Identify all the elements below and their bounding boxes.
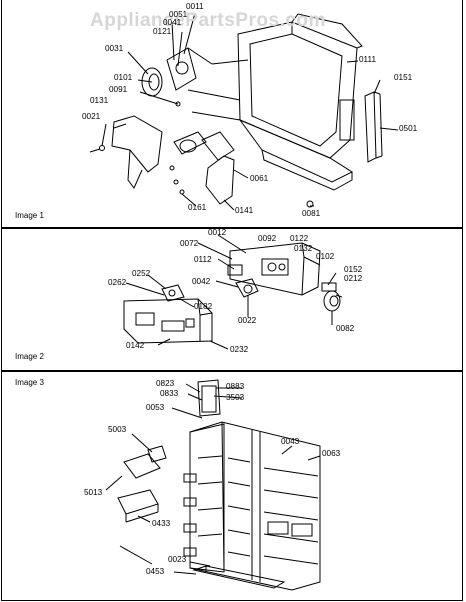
panel-image-1: AppliancePartsPros.com 0011 0051 0041 01… [1,0,463,228]
callout-0023: 0023 [168,555,187,564]
callout-0262: 0262 [108,278,127,287]
callout-0091: 0091 [109,85,128,94]
callout-0112: 0112 [194,255,212,264]
callout-0232: 0232 [230,345,249,354]
callout-0031: 0031 [105,44,124,53]
panel-title: Image 1 [15,211,44,220]
panel-image-2: 0012 0092 0122 0072 0132 0112 0102 0152 … [1,228,463,371]
panel-title: Image 3 [15,378,44,387]
callout-0041: 0041 [163,18,182,27]
callout-0051: 0051 [169,10,188,19]
callout-0122: 0122 [290,234,309,243]
callout-0131: 0131 [90,96,109,105]
panel-image-3: 0823 0883 0833 3503 0053 0043 0063 5003 … [1,371,463,601]
callout-0092: 0092 [258,234,277,243]
callout-0022: 0022 [238,316,257,325]
callout-0252: 0252 [132,269,151,278]
callout-0152: 0152 [344,265,363,274]
callout-0101: 0101 [114,73,133,82]
callout-0142: 0142 [126,341,145,350]
panel-title: Image 2 [15,352,44,361]
ice-maker-housing-drawing [89,12,399,211]
callout-0141: 0141 [235,206,254,215]
callout-0102: 0102 [316,252,335,261]
callout-0111: 0111 [359,55,376,64]
callout-0151: 0151 [394,73,413,82]
callout-0063: 0063 [322,449,341,458]
callout-0042: 0042 [192,277,211,286]
callout-5013: 5013 [84,488,103,497]
callout-0011: 0011 [186,2,204,11]
callout-0072: 0072 [180,239,199,248]
callout-0212: 0212 [344,274,363,283]
callout-0433: 0433 [152,519,171,528]
callout-0132: 0132 [294,244,313,253]
refrigerator-cabinet-drawing [105,379,321,591]
callout-0053: 0053 [146,403,165,412]
callout-0012: 0012 [208,228,227,237]
callout-0121: 0121 [153,27,172,36]
callout-0883: 0883 [226,382,245,391]
dispenser-control-drawing [123,234,343,350]
callout-0501: 0501 [399,124,418,133]
callout-0182: 0182 [194,302,213,311]
callout-0082: 0082 [336,324,355,333]
callout-0081: 0081 [302,209,321,218]
callout-0161: 0161 [188,203,207,212]
callout-0833: 0833 [160,389,179,398]
callout-5003: 5003 [108,425,127,434]
callout-0021: 0021 [82,112,101,121]
callout-3503: 3503 [226,393,245,402]
callout-0823: 0823 [156,379,175,388]
watermark-text: AppliancePartsPros.com [90,10,326,31]
callout-0453: 0453 [146,567,165,576]
callout-0061: 0061 [250,174,269,183]
callout-0043: 0043 [281,437,300,446]
